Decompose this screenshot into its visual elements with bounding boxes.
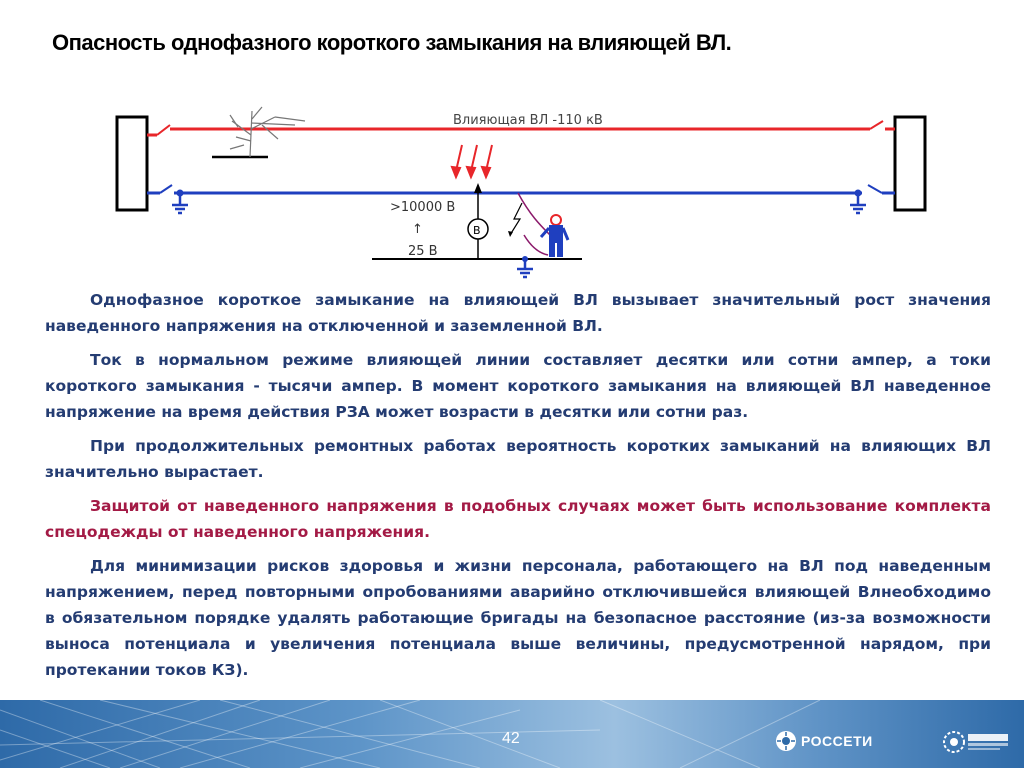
influencing-line-label: Влияющая ВЛ -110 кВ	[453, 113, 603, 128]
right-substation	[893, 115, 927, 212]
voltage-low-label: 25 В	[408, 244, 438, 259]
page-number: 42	[502, 730, 520, 747]
rosseti-logo-text: РОССЕТИ	[801, 733, 873, 749]
mrsk-logo	[942, 728, 1012, 756]
paragraph-1: Однофазное короткое замыкание на влияюще…	[45, 291, 991, 335]
influencing-line	[147, 120, 895, 137]
paragraph-5: Для минимизации рисков здоровья и жизни …	[45, 557, 991, 679]
discharge-spark-icon	[509, 202, 523, 236]
ground-right-icon	[850, 193, 866, 215]
mrsk-emblem-icon	[943, 731, 1008, 753]
left-substation	[115, 115, 149, 212]
induced-voltage-diagram: Влияющая ВЛ -110 кВ	[115, 106, 927, 279]
paragraph-4-highlight: Защитой от наведенного напряжения в подо…	[45, 497, 991, 541]
worker-icon	[539, 214, 570, 257]
rosseti-emblem-icon	[776, 731, 796, 751]
voltmeter-label: В	[473, 224, 481, 237]
voltage-arrow: ↑	[412, 222, 423, 237]
induction-arrows	[450, 144, 493, 180]
tree-icon	[212, 106, 306, 159]
tower-lattice-decoration	[0, 700, 821, 768]
slide-title: Опасность однофазного короткого замыкани…	[52, 30, 732, 55]
paragraph-3: При продолжительных ремонтных работах ве…	[45, 437, 991, 481]
footer-banner	[0, 700, 1024, 768]
rosseti-logo: РОССЕТИ	[775, 730, 873, 752]
voltage-high-label: >10000 В	[390, 200, 455, 215]
paragraph-2: Ток в нормальном режиме влияющей линии с…	[45, 351, 991, 421]
body-text: Однофазное короткое замыкание на влияюще…	[45, 287, 991, 691]
disconnected-line	[147, 184, 895, 195]
